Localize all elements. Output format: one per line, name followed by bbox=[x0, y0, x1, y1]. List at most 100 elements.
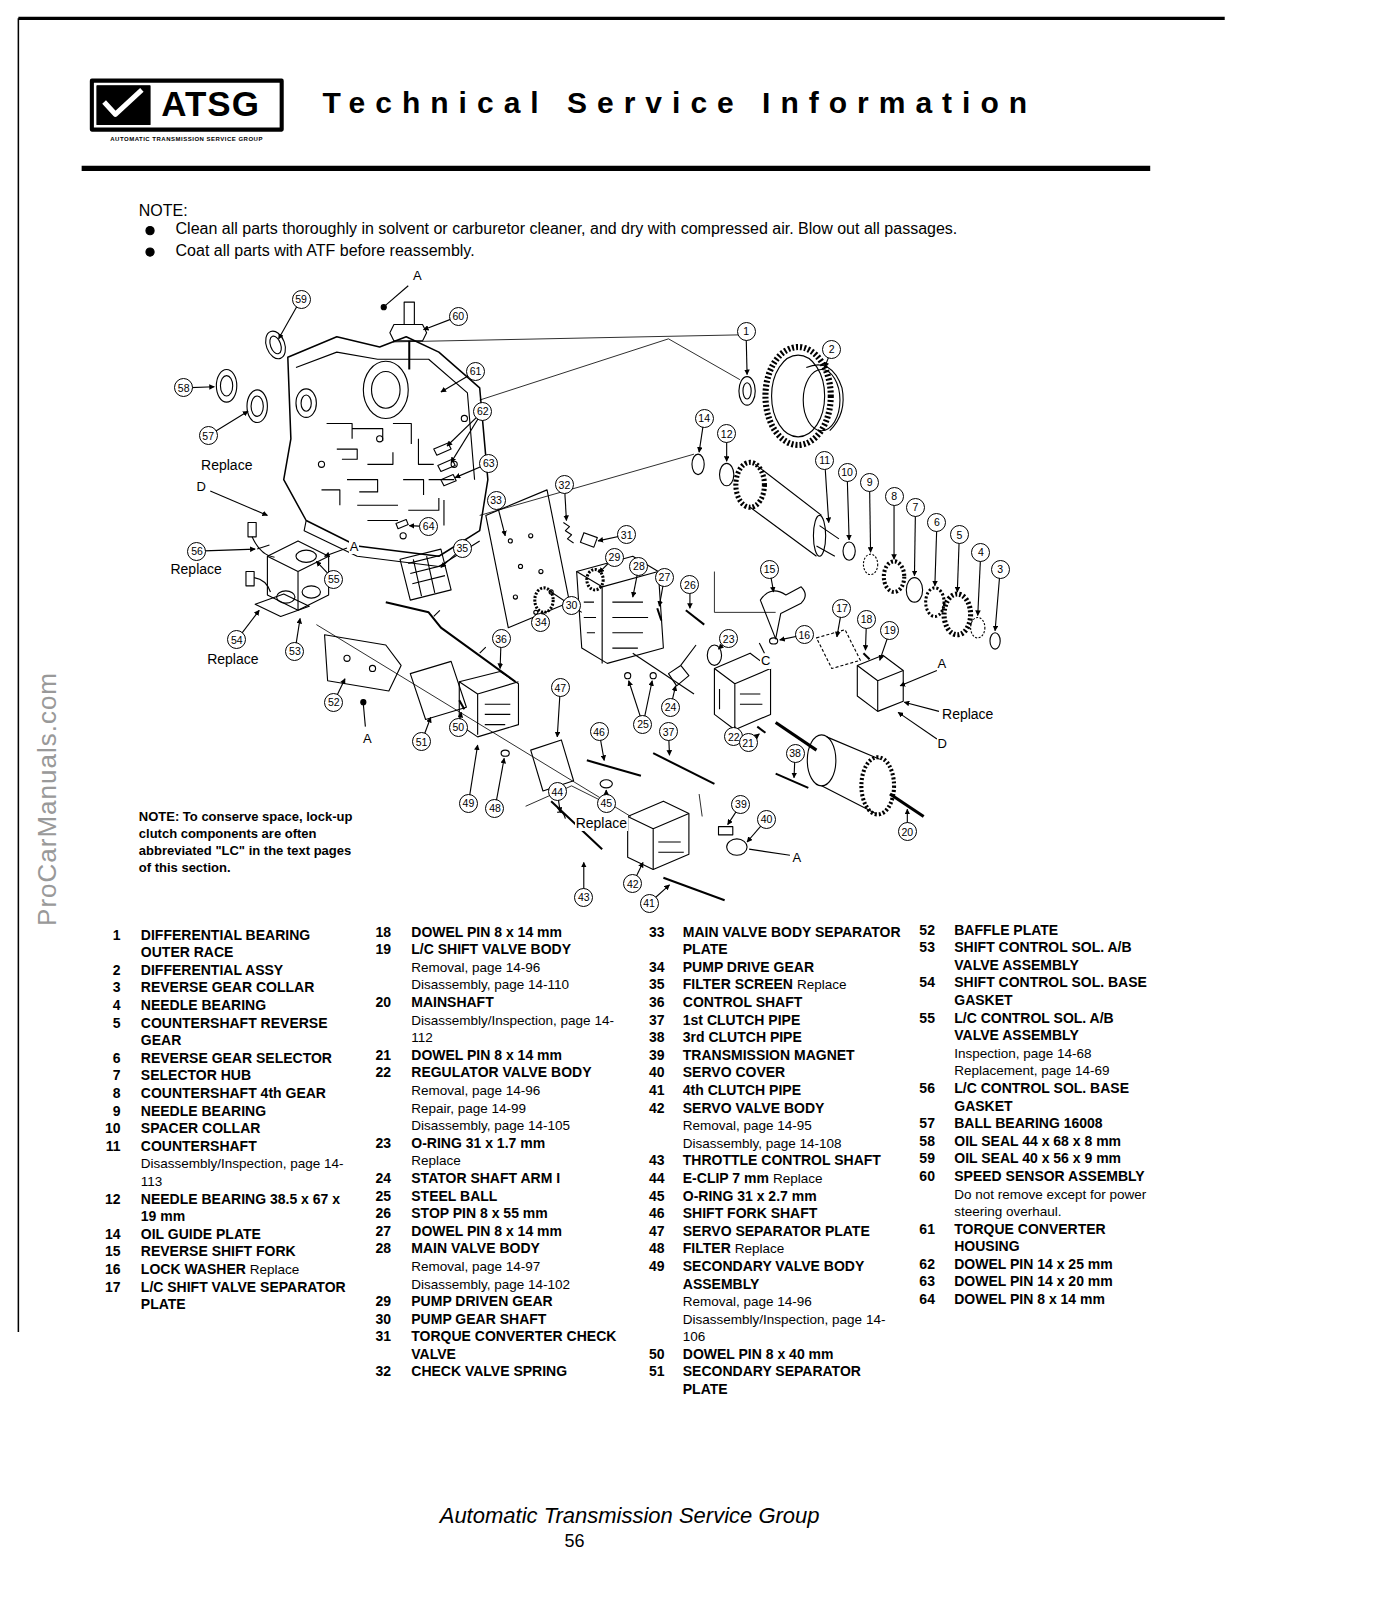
part-number: 4 bbox=[94, 997, 121, 1015]
assembly-lines bbox=[480, 454, 694, 515]
part-number: 32 bbox=[364, 1363, 391, 1381]
part-name: STATOR SHAFT ARM I bbox=[411, 1170, 630, 1188]
part-number: 29 bbox=[364, 1293, 391, 1311]
callout-circle: 56 bbox=[187, 542, 206, 561]
part-name: OIL SEAL 44 x 68 x 8 mm bbox=[954, 1133, 1148, 1151]
part-number: 43 bbox=[638, 1152, 665, 1170]
callout-number: 29 bbox=[609, 552, 621, 563]
callout-circle: 8 bbox=[885, 487, 904, 506]
callout-number: 53 bbox=[289, 646, 301, 657]
part-number: 23 bbox=[364, 1135, 391, 1153]
part-name: COUNTERSHAFT REVERSE GEAR bbox=[141, 1015, 350, 1050]
callout-circle: 42 bbox=[623, 874, 642, 893]
countershaft-parts bbox=[863, 554, 877, 574]
callout-number: 39 bbox=[735, 799, 747, 810]
valve-body bbox=[563, 523, 573, 543]
callout-number: 32 bbox=[559, 480, 571, 491]
dowel-pin bbox=[441, 475, 456, 486]
shift-fork bbox=[770, 638, 778, 644]
lc-shift-valve-body bbox=[759, 643, 764, 653]
part-note: Replace bbox=[797, 977, 847, 992]
part-name: SHIFT CONTROL SOL. BASE GASKET bbox=[954, 974, 1148, 1009]
part-name: COUNTERSHAFT bbox=[141, 1138, 350, 1156]
parts-list-item: 11COUNTERSHAFTDisassembly/Inspection, pa… bbox=[94, 1138, 350, 1191]
part-name: SPACER COLLAR bbox=[141, 1120, 350, 1138]
callout-circle: 15 bbox=[760, 560, 779, 579]
part-number: 16 bbox=[94, 1261, 121, 1279]
letter: A bbox=[792, 851, 803, 866]
shift-fork bbox=[707, 587, 805, 666]
callout-number: 43 bbox=[578, 892, 590, 903]
page-rules bbox=[18, 18, 20, 1332]
mainshaft bbox=[807, 735, 836, 786]
parts-list-item: 16LOCK WASHERReplace bbox=[94, 1261, 350, 1279]
part-reference: Removal, page 14-95 bbox=[683, 1117, 902, 1135]
part-name: FILTERReplace bbox=[683, 1240, 902, 1258]
parts-list-item: 5COUNTERSHAFT REVERSE GEAR bbox=[94, 1015, 350, 1050]
servo-assembly bbox=[719, 827, 733, 835]
part-number: 18 bbox=[364, 924, 391, 942]
callout-circle: 51 bbox=[412, 732, 431, 751]
parts-list-column: 18DOWEL PIN 8 x 14 mm19L/C SHIFT VALVE B… bbox=[364, 924, 630, 1381]
parts-list-item: 42SERVO VALVE BODYRemoval, page 14-95Dis… bbox=[638, 1100, 902, 1153]
mainshaft bbox=[776, 723, 924, 817]
part-name: MAIN VALVE BODY SEPARATOR PLATE bbox=[683, 924, 902, 959]
callout-circle: 59 bbox=[292, 290, 311, 309]
letter: A bbox=[412, 269, 423, 284]
page-num: 56 bbox=[565, 1531, 585, 1552]
oil-seal bbox=[262, 328, 289, 361]
callout-circle: 34 bbox=[531, 613, 550, 632]
part-number: 44 bbox=[638, 1170, 665, 1188]
lc-shift-valve-body bbox=[857, 665, 903, 711]
part-name: TRANSMISSION MAGNET bbox=[683, 1047, 902, 1065]
parts-list-item: 35FILTER SCREENReplace bbox=[638, 976, 902, 994]
part-name: SERVO SEPARATOR PLATE bbox=[683, 1223, 902, 1241]
callout-circle: 36 bbox=[492, 629, 511, 648]
countershaft bbox=[750, 464, 821, 556]
callout-circle: 46 bbox=[590, 722, 609, 741]
callout-circle: 5 bbox=[950, 525, 969, 544]
speed-sensor bbox=[390, 325, 427, 341]
speed-sensor bbox=[408, 341, 410, 370]
part-note: Replace bbox=[735, 1241, 785, 1256]
countershaft-parts bbox=[971, 617, 985, 637]
part-name: TORQUE CONVERTER HOUSING bbox=[954, 1221, 1148, 1256]
servo-assembly bbox=[658, 842, 684, 852]
part-number: 19 bbox=[364, 941, 391, 959]
transmission-housing bbox=[321, 424, 454, 526]
servo-assembly bbox=[531, 740, 790, 900]
servo-assembly bbox=[600, 780, 612, 788]
replace-label: Replace bbox=[575, 815, 628, 831]
part-number: 42 bbox=[638, 1100, 665, 1118]
countershaft-parts bbox=[926, 588, 944, 617]
part-name: L/C CONTROL SOL. A/B VALVE ASSEMBLY bbox=[954, 1010, 1148, 1045]
callout-circle: 43 bbox=[574, 888, 593, 907]
callout-number: 54 bbox=[231, 635, 243, 646]
part-number: 24 bbox=[364, 1170, 391, 1188]
transmission-housing bbox=[284, 337, 488, 567]
part-name: O-RING 31 x 2.7 mm bbox=[683, 1188, 902, 1206]
parts-list-item: 39 TRANSMISSION MAGNET bbox=[638, 1047, 902, 1065]
callout-number: 15 bbox=[764, 564, 776, 575]
valve-body bbox=[633, 653, 694, 694]
callout-circle: 55 bbox=[324, 570, 343, 589]
part-name: CHECK VALVE SPRING bbox=[411, 1363, 630, 1381]
parts-list-item: 26STOP PIN 8 x 55 mm bbox=[364, 1205, 630, 1223]
part-number: 26 bbox=[364, 1205, 391, 1223]
part-name: DOWEL PIN 8 x 14 mm bbox=[411, 924, 630, 942]
part-number: 37 bbox=[638, 1012, 665, 1030]
part-number: 10 bbox=[94, 1120, 121, 1138]
baffle-plate bbox=[361, 700, 366, 705]
part-name: SHIFT FORK SHAFT bbox=[683, 1205, 902, 1223]
part-number: 11 bbox=[94, 1138, 121, 1156]
part-number: 39 bbox=[638, 1047, 665, 1065]
part-number: 58 bbox=[908, 1133, 935, 1151]
callout-circle: 49 bbox=[459, 794, 478, 813]
part-name: FILTER SCREENReplace bbox=[683, 976, 902, 994]
solenoid-assembly bbox=[325, 548, 347, 556]
parts-list-item: 62DOWEL PIN 14 x 25 mm bbox=[908, 1256, 1148, 1274]
part-name: SECONDARY SEPARATOR PLATE bbox=[683, 1363, 902, 1398]
parts-list-item: 383rd CLUTCH PIPE bbox=[638, 1029, 902, 1047]
parts-list-item: 61TORQUE CONVERTER HOUSING bbox=[908, 1221, 1148, 1256]
part-number: 59 bbox=[908, 1150, 935, 1168]
